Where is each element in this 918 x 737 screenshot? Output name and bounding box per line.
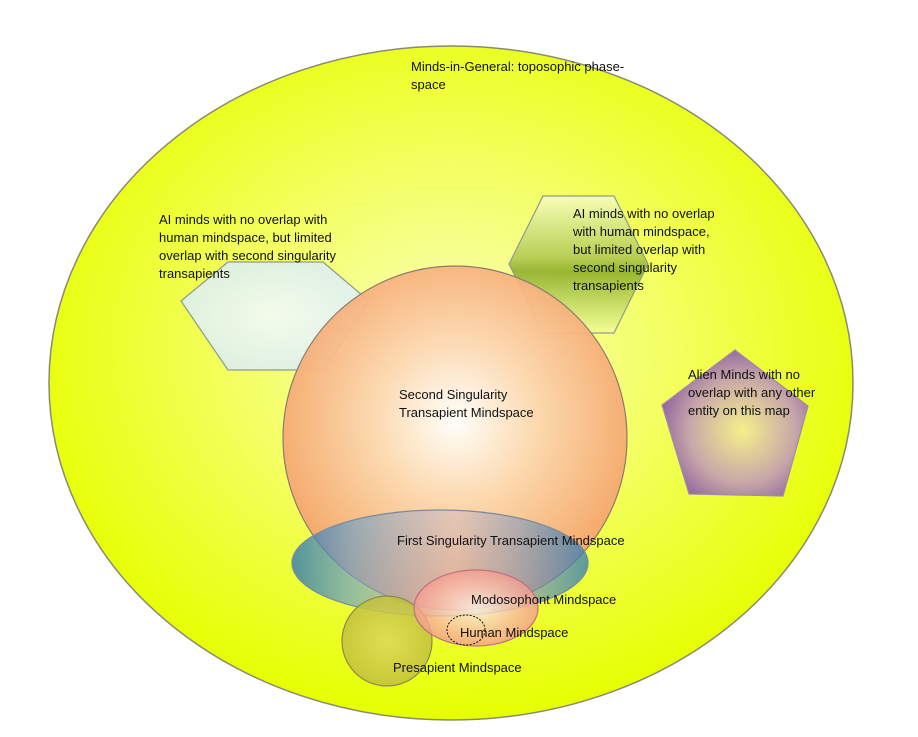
presapient-ellipse bbox=[341, 595, 433, 687]
label-presapient: Presapient Mindspace bbox=[393, 660, 522, 675]
label-first-singularity: First Singularity Transapient Mindspace bbox=[397, 533, 625, 548]
alien-minds-pentagon bbox=[661, 349, 809, 497]
label-second-singularity: Second Singularity Transapient Mindspace bbox=[399, 387, 534, 420]
label-alien-minds: Alien Minds with no overlap with any oth… bbox=[688, 367, 816, 418]
label-minds-in-general: Minds-in-General: toposophic phase-space bbox=[411, 59, 625, 92]
modosophont-ellipse bbox=[413, 569, 539, 647]
human-mindspace-ellipse bbox=[446, 614, 486, 646]
label-ai-minds-left: AI minds with no overlap with human mind… bbox=[159, 212, 337, 281]
label-ai-minds-right: AI minds with no overlap with human mind… bbox=[573, 206, 715, 293]
label-modosophont: Modosophont Mindspace bbox=[471, 592, 617, 607]
label-human: Human Mindspace bbox=[460, 625, 569, 640]
